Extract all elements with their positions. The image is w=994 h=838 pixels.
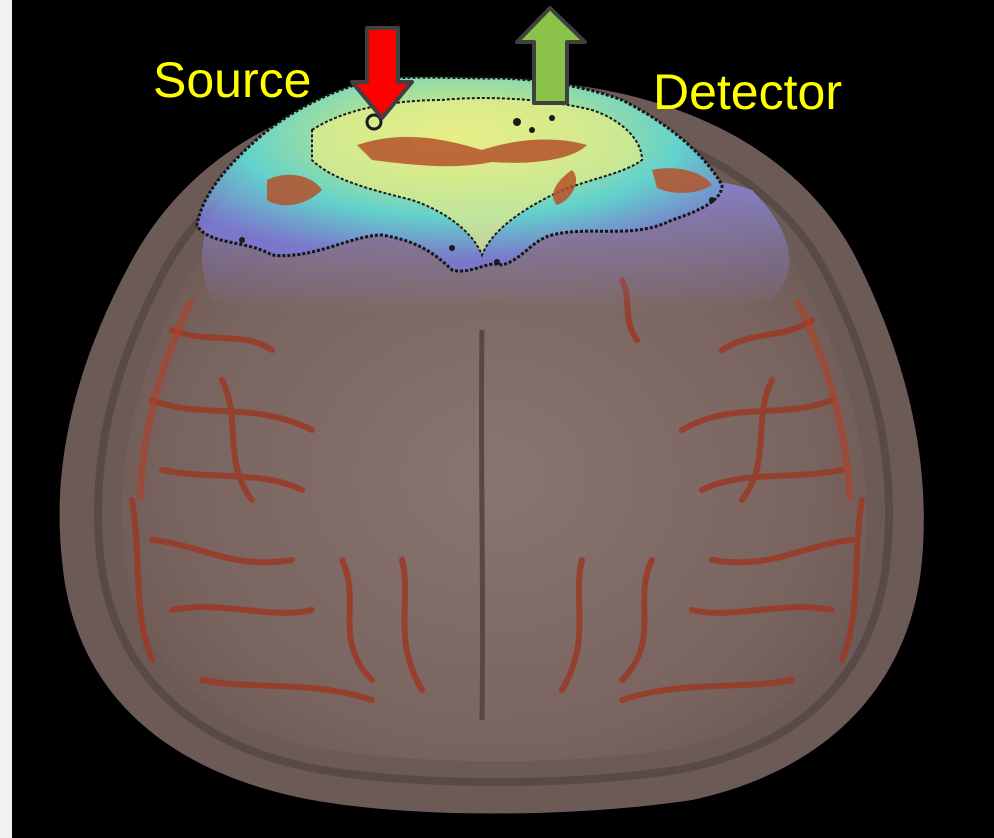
image-border	[0, 0, 12, 838]
midline-fissure	[481, 330, 482, 720]
brain-scan-image	[12, 0, 994, 838]
source-label: Source	[153, 55, 311, 105]
detector-label: Detector	[653, 67, 842, 117]
brain-scan-figure: Source Detector	[12, 0, 994, 838]
